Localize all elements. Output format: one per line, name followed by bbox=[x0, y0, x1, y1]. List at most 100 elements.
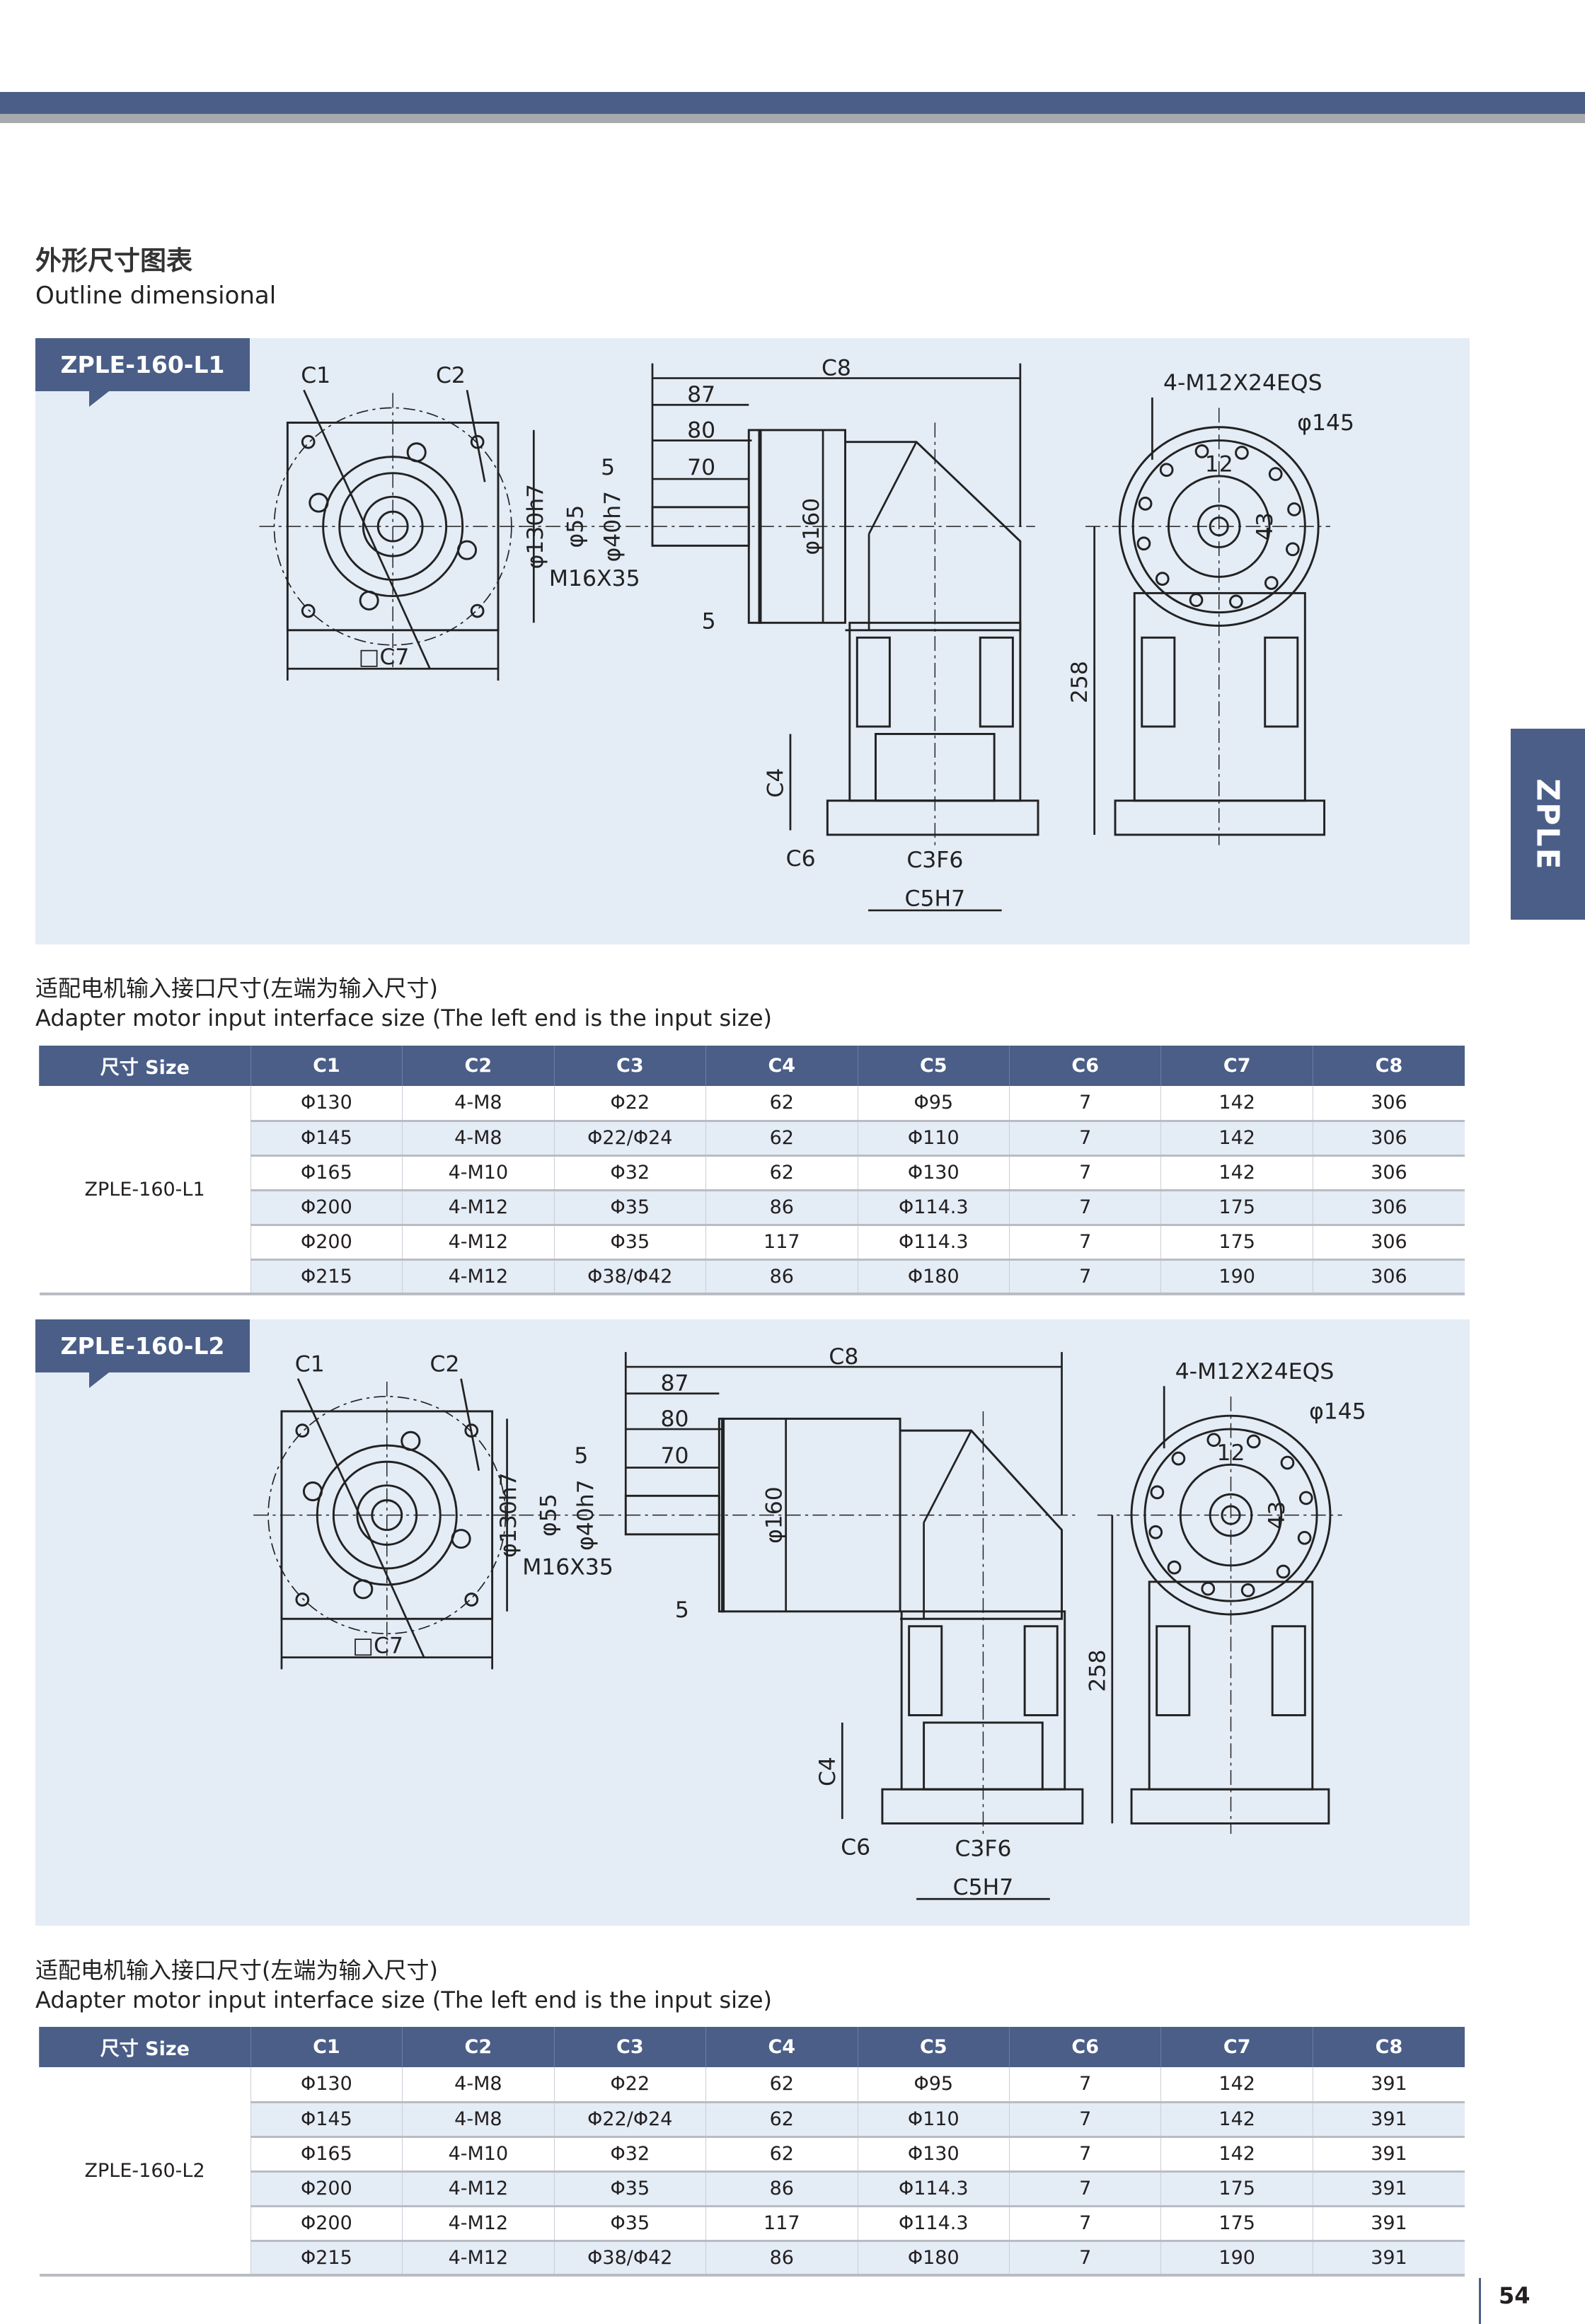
table-cell: 306 bbox=[1312, 1155, 1465, 1191]
table-cell: Φ200 bbox=[250, 2171, 403, 2207]
elbow-housing bbox=[845, 441, 1022, 632]
table-cell: 117 bbox=[705, 1225, 858, 1261]
table-cell: 175 bbox=[1160, 1225, 1313, 1261]
dimension-label: 5 bbox=[675, 1597, 689, 1623]
outline-line bbox=[868, 441, 918, 535]
dimension-label: 4-M12X24EQS bbox=[1175, 1359, 1335, 1384]
dimension-label: C6 bbox=[841, 1834, 870, 1860]
size-cell: ZPLE-160-L1 bbox=[39, 1086, 251, 1295]
dimension-label: C2 bbox=[430, 1351, 460, 1377]
table-cell: Φ35 bbox=[553, 1225, 706, 1261]
table-cell: 391 bbox=[1312, 2067, 1465, 2103]
table-cell: 306 bbox=[1312, 1086, 1465, 1122]
table-cell: Φ165 bbox=[250, 2137, 403, 2173]
bolt-hole bbox=[1240, 1583, 1255, 1597]
table-cell: 62 bbox=[705, 2067, 858, 2103]
table-cell: 4-M12 bbox=[402, 1259, 555, 1295]
bolt-hole bbox=[1268, 467, 1283, 481]
mount-hole bbox=[359, 590, 379, 611]
bolt-hole bbox=[301, 603, 316, 618]
table-cell: Φ145 bbox=[250, 1121, 403, 1157]
dimension-label: φ40h7 bbox=[600, 491, 626, 562]
table-subtitle-en: Adapter motor input interface size (The … bbox=[35, 1987, 772, 2013]
table-cell: 7 bbox=[1008, 1225, 1161, 1261]
elbow-housing bbox=[900, 1429, 1064, 1620]
table-cell: 7 bbox=[1008, 2102, 1161, 2138]
bolt-hole bbox=[1246, 1434, 1261, 1449]
mount-hole bbox=[302, 1481, 323, 1502]
table-cell: Φ200 bbox=[250, 1190, 403, 1226]
dimension-label: φ130h7 bbox=[496, 1472, 521, 1558]
table-cell: Φ165 bbox=[250, 1155, 403, 1191]
column-header: 尺寸 Size bbox=[39, 2027, 251, 2067]
dimension-label: C8 bbox=[822, 355, 851, 381]
column-rib bbox=[1141, 636, 1176, 728]
table-cell: 175 bbox=[1160, 1190, 1313, 1226]
table-cell: 62 bbox=[705, 1155, 858, 1191]
table-cell: 4-M12 bbox=[402, 1190, 555, 1226]
table-cell: Φ110 bbox=[857, 2102, 1010, 2138]
table-cell: 4-M8 bbox=[402, 2102, 555, 2138]
table-cell: 7 bbox=[1008, 1190, 1161, 1226]
bolt-hole bbox=[1148, 1525, 1163, 1539]
mount-hole bbox=[456, 540, 478, 560]
column-header: C2 bbox=[402, 1046, 555, 1086]
side-tab-label: ZPLE bbox=[1530, 777, 1566, 871]
dimension-label: C3F6 bbox=[906, 848, 963, 873]
model-tag-l1: ZPLE-160-L1 bbox=[35, 338, 250, 407]
table-cell: Φ114.3 bbox=[857, 1225, 1010, 1261]
dimension-label: 258 bbox=[1067, 661, 1093, 703]
column-rib bbox=[1271, 1625, 1306, 1716]
table-cell: 190 bbox=[1160, 2241, 1313, 2277]
table-cell: Φ200 bbox=[250, 1225, 403, 1261]
dimension-label: 70 bbox=[660, 1443, 688, 1469]
column-header: C8 bbox=[1312, 2027, 1465, 2067]
bolt-hole bbox=[295, 1592, 310, 1607]
dimension-label: C5H7 bbox=[905, 886, 966, 912]
table-cell: 391 bbox=[1312, 2137, 1465, 2173]
table-subtitle-en: Adapter motor input interface size (The … bbox=[35, 1005, 772, 1031]
dimension-label: φ130h7 bbox=[523, 484, 548, 570]
dimension-label: φ145 bbox=[1309, 1399, 1366, 1424]
bolt-hole bbox=[1235, 446, 1249, 460]
end-column bbox=[1133, 591, 1306, 802]
leader-line bbox=[303, 389, 431, 669]
dimension-label: C4 bbox=[763, 768, 788, 798]
bolt-hole bbox=[1189, 593, 1204, 608]
column-header: C8 bbox=[1312, 1046, 1465, 1086]
column-header: C7 bbox=[1160, 1046, 1313, 1086]
column-header: C6 bbox=[1008, 2027, 1161, 2067]
table-cell: 4-M8 bbox=[402, 1086, 555, 1122]
table-cell: 4-M8 bbox=[402, 1121, 555, 1157]
dimension-label: 43 bbox=[1264, 1501, 1290, 1530]
mount-hole bbox=[309, 492, 329, 513]
bolt-hole bbox=[301, 434, 316, 449]
table-cell: 86 bbox=[705, 1259, 858, 1295]
table-cell: 142 bbox=[1160, 2067, 1313, 2103]
dimension-label: 80 bbox=[687, 417, 715, 443]
bolt-hole bbox=[1264, 576, 1279, 590]
dimension-label: 5 bbox=[574, 1443, 588, 1469]
dimension-label: C3F6 bbox=[955, 1837, 1011, 1862]
table-cell: Φ95 bbox=[857, 1086, 1010, 1122]
table-cell: 4-M12 bbox=[402, 2241, 555, 2277]
dimension-label: φ145 bbox=[1297, 410, 1354, 436]
dimension-label: C5H7 bbox=[953, 1875, 1014, 1900]
bolt-hole bbox=[1167, 1560, 1182, 1575]
table-cell: 4-M12 bbox=[402, 2206, 555, 2242]
table-cell: 7 bbox=[1008, 2067, 1161, 2103]
dimension-label: 4-M12X24EQS bbox=[1163, 370, 1322, 395]
bolt-hole bbox=[1155, 572, 1170, 586]
dimension-label: φ40h7 bbox=[573, 1479, 599, 1551]
mount-hole bbox=[400, 1430, 421, 1451]
